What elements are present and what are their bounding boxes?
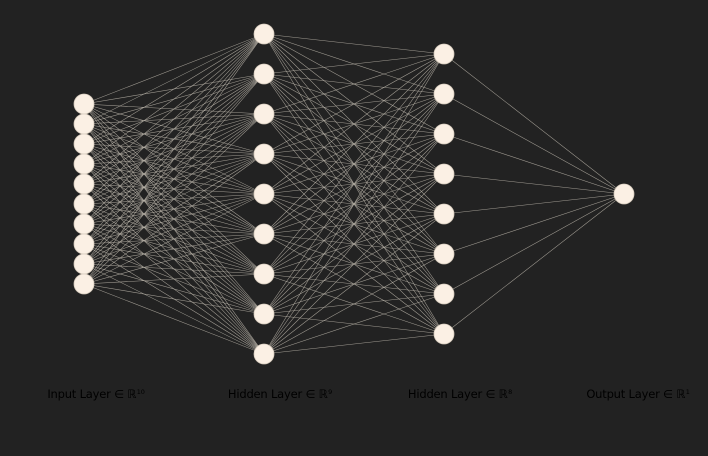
output-layer-label: Output Layer ∈ ℝ1 — [586, 387, 690, 401]
neuron-layer-0-node-1 — [73, 113, 95, 135]
edge-l0-9-to-l1-7 — [83, 283, 265, 315]
edge-l2-6-to-l3-0 — [443, 193, 625, 295]
neuron-layer-0-node-9 — [73, 273, 95, 295]
edge-l1-8-to-l2-2 — [263, 133, 445, 355]
edge-l0-9-to-l1-8 — [83, 283, 265, 355]
neuron-layer-2-node-1 — [433, 83, 455, 105]
hidden-layer-1-label: Hidden Layer ∈ ℝ9 — [227, 387, 333, 401]
edge-l1-3-to-l2-0 — [263, 53, 445, 155]
neuron-layer-1-node-3 — [253, 143, 275, 165]
connection-edges — [83, 33, 625, 355]
edge-l1-7-to-l2-0 — [263, 53, 445, 315]
edge-l1-8-to-l2-0 — [263, 53, 445, 355]
neuron-layer-2-node-5 — [433, 243, 455, 265]
edge-l2-0-to-l3-0 — [443, 53, 625, 195]
neuron-layer-2-node-0 — [433, 43, 455, 65]
neuron-layer-1-node-1 — [253, 63, 275, 85]
edge-l1-5-to-l2-0 — [263, 53, 445, 235]
edge-l1-8-to-l2-1 — [263, 93, 445, 355]
edge-l0-2-to-l1-0 — [83, 33, 265, 145]
edge-l0-1-to-l1-0 — [83, 33, 265, 125]
edge-l0-0-to-l1-0 — [83, 33, 265, 105]
edge-l0-8-to-l1-2 — [83, 113, 265, 265]
neuron-layer-0-node-4 — [73, 173, 95, 195]
edge-l1-8-to-l2-6 — [263, 293, 445, 355]
neuron-layer-2-node-4 — [433, 203, 455, 225]
edge-l0-9-to-l1-6 — [83, 273, 265, 285]
edge-l0-9-to-l1-1 — [83, 73, 265, 285]
edge-l0-4-to-l1-0 — [83, 33, 265, 185]
edge-l0-8-to-l1-1 — [83, 73, 265, 265]
neuron-layer-1-node-0 — [253, 23, 275, 45]
edge-l1-8-to-l2-7 — [263, 333, 445, 355]
edge-l2-1-to-l3-0 — [443, 93, 625, 195]
neuron-layer-2-node-6 — [433, 283, 455, 305]
edge-l2-4-to-l3-0 — [443, 193, 625, 215]
neuron-layer-0-node-3 — [73, 153, 95, 175]
neuron-layer-0-node-0 — [73, 93, 95, 115]
neuron-layer-0-node-7 — [73, 233, 95, 255]
edge-l1-1-to-l2-0 — [263, 53, 445, 75]
edge-l2-5-to-l3-0 — [443, 193, 625, 255]
neuron-layer-2-node-2 — [433, 123, 455, 145]
neuron-layer-1-node-5 — [253, 223, 275, 245]
edge-l1-8-to-l2-4 — [263, 213, 445, 355]
edge-l0-8-to-l1-3 — [83, 153, 265, 265]
edge-l0-7-to-l1-0 — [83, 33, 265, 245]
edge-l1-8-to-l2-3 — [263, 173, 445, 355]
edge-l1-4-to-l2-0 — [263, 53, 445, 195]
neuron-nodes — [73, 23, 635, 365]
edge-l1-8-to-l2-5 — [263, 253, 445, 355]
neuron-layer-0-node-2 — [73, 133, 95, 155]
edge-l2-3-to-l3-0 — [443, 173, 625, 195]
neuron-layer-1-node-8 — [253, 343, 275, 365]
hidden-layer-2-label: Hidden Layer ∈ ℝ8 — [407, 387, 513, 401]
edge-l0-9-to-l1-2 — [83, 113, 265, 285]
edge-l0-8-to-l1-8 — [83, 263, 265, 355]
edge-l0-9-to-l1-0 — [83, 33, 265, 285]
edge-l2-7-to-l3-0 — [443, 193, 625, 335]
neuron-layer-0-node-8 — [73, 253, 95, 275]
neuron-layer-1-node-7 — [253, 303, 275, 325]
edge-l0-8-to-l1-0 — [83, 33, 265, 265]
edge-l2-2-to-l3-0 — [443, 133, 625, 195]
edge-l1-2-to-l2-0 — [263, 53, 445, 115]
edge-l0-9-to-l1-5 — [83, 233, 265, 285]
neuron-layer-0-node-5 — [73, 193, 95, 215]
input-layer-label: Input Layer ∈ ℝ10 — [47, 387, 145, 401]
neuron-layer-2-node-3 — [433, 163, 455, 185]
edge-l0-8-to-l1-7 — [83, 263, 265, 315]
edge-l0-8-to-l1-6 — [83, 263, 265, 275]
neuron-layer-1-node-6 — [253, 263, 275, 285]
neuron-layer-1-node-2 — [253, 103, 275, 125]
edge-l0-6-to-l1-0 — [83, 33, 265, 225]
neuron-layer-0-node-6 — [73, 213, 95, 235]
edge-l0-3-to-l1-0 — [83, 33, 265, 165]
edge-l1-6-to-l2-0 — [263, 53, 445, 275]
edge-l0-8-to-l1-5 — [83, 233, 265, 265]
edge-l0-9-to-l1-3 — [83, 153, 265, 285]
edge-l0-8-to-l1-4 — [83, 193, 265, 265]
neuron-layer-2-node-7 — [433, 323, 455, 345]
neuron-layer-3-node-0 — [613, 183, 635, 205]
neuron-layer-1-node-4 — [253, 183, 275, 205]
edge-l0-5-to-l1-0 — [83, 33, 265, 205]
edge-l1-0-to-l2-0 — [263, 33, 445, 55]
edge-l0-9-to-l1-4 — [83, 193, 265, 285]
